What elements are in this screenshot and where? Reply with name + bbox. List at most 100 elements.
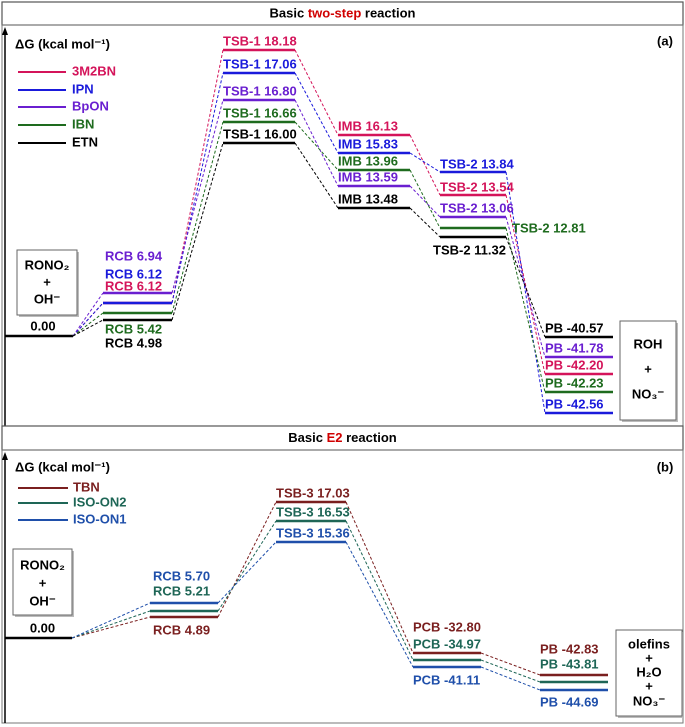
legend-entry: ETN	[72, 134, 98, 149]
panel-title-part: reaction	[361, 6, 415, 21]
reactant-label: RONO₂	[20, 557, 65, 572]
level-label: PB -41.78	[545, 340, 604, 355]
connector-dash	[294, 72, 339, 154]
panel-title: Basic E2 reaction	[288, 430, 396, 445]
level-label: RCB 5.42	[105, 321, 162, 336]
level-label: RCB 4.98	[105, 335, 162, 350]
product-label: NO₃⁻	[633, 693, 666, 708]
level-label: TSB-1 16.80	[223, 83, 297, 98]
panel-a: Basic two-step reaction ΔG (kcal mol⁻¹) (a…	[1, 1, 684, 427]
level-label: TSB-2 13.06	[440, 200, 514, 215]
connector-dash	[505, 194, 546, 375]
connector-dash	[294, 142, 339, 209]
level-label: TSB-2 13.54	[440, 179, 514, 194]
connector-dash	[294, 121, 339, 171]
level-label: RCB 4.89	[153, 622, 210, 637]
reactant-box	[12, 548, 73, 616]
legend-entry: BpON	[72, 98, 109, 113]
connector-dash	[217, 520, 277, 612]
reactant-label: RONO₂	[25, 257, 70, 272]
y-axis-arrow-icon	[2, 27, 8, 35]
reactant-label: OH⁻	[29, 593, 56, 608]
connector-dash	[71, 616, 151, 639]
level-label: PCB -34.97	[413, 636, 481, 651]
reactant-label: OH⁻	[34, 291, 61, 306]
level-label: TSB-1 18.18	[223, 33, 297, 48]
connector-dash	[480, 666, 541, 691]
connector-dash	[72, 302, 104, 337]
level-label: RCB 6.12	[105, 266, 162, 281]
level-label: TSB-2 11.32	[433, 242, 506, 257]
level-label: PB -44.69	[540, 694, 599, 709]
product-label: olefins	[628, 636, 670, 651]
reactant-value: 0.00	[30, 620, 55, 635]
connector-dash	[345, 501, 414, 654]
level-label: TSB-3 17.03	[276, 485, 350, 500]
axis-label: ΔG (kcal mol⁻¹)	[15, 459, 110, 474]
panel-title-part: reaction	[343, 430, 397, 445]
panel-header-box	[1, 425, 684, 451]
connector-dash	[294, 49, 339, 136]
reactant-label: +	[39, 575, 47, 590]
y-axis-arrow-icon	[2, 452, 8, 460]
product-box	[615, 629, 683, 717]
level-label: TSB-2 13.84	[440, 156, 514, 171]
connector-dash	[505, 171, 546, 414]
connector-dash	[217, 501, 277, 618]
connector-dash	[171, 72, 224, 304]
level-label: RCB 6.12	[105, 278, 162, 293]
legend-entry: ISO-ON1	[73, 511, 126, 526]
connector-dash	[345, 541, 414, 668]
connector-dash	[72, 319, 104, 337]
level-label: RCB 5.70	[153, 568, 210, 583]
connector-dash	[505, 236, 546, 338]
connector-dash	[72, 292, 104, 337]
product-label: +	[644, 361, 652, 376]
connector-dash	[294, 99, 339, 187]
connector-dash	[217, 541, 277, 604]
level-label: IMB 16.13	[338, 118, 398, 133]
connector-dash	[71, 602, 151, 639]
level-label: RCB 5.21	[153, 583, 210, 598]
level-label: TSB-1 17.06	[223, 56, 297, 71]
level-label: IMB 13.48	[338, 191, 398, 206]
product-box	[619, 320, 677, 421]
panel-title-part: two-step	[308, 6, 362, 21]
level-label: TSB-1 16.00	[223, 126, 297, 141]
level-label: PCB -32.80	[413, 619, 481, 634]
connector-dash	[409, 134, 441, 196]
level-label: IMB 13.96	[338, 153, 398, 168]
level-label: IMB 13.59	[338, 169, 398, 184]
connector-dash	[409, 152, 441, 173]
reactant-value: 0.00	[30, 318, 55, 333]
connector-dash	[505, 216, 546, 358]
connector-dash	[72, 312, 104, 337]
level-label: TSB-1 16.66	[223, 105, 297, 120]
reactant-box	[16, 249, 78, 316]
panel-title: Basic two-step reaction	[270, 6, 416, 21]
connector-dash	[171, 142, 224, 321]
product-label: +	[645, 678, 653, 693]
connector-dash	[409, 169, 441, 229]
connector-dash	[171, 49, 224, 304]
connector-dash	[171, 99, 224, 294]
legend-entry: 3M2BN	[72, 63, 116, 78]
connector-dash	[345, 520, 414, 661]
level-label: RCB 6.94	[105, 248, 163, 263]
axis-label: ΔG (kcal mol⁻¹)	[15, 36, 110, 51]
level-label: PB -42.83	[540, 641, 599, 656]
level-label: PCB -41.11	[413, 672, 480, 687]
connector-dash	[480, 652, 541, 676]
panel-title-part: E2	[327, 430, 343, 445]
legend-entry: IBN	[72, 116, 94, 131]
panel-tag: (b)	[657, 459, 674, 474]
product-label: H₂O	[636, 664, 661, 679]
connector-dash	[171, 121, 224, 314]
panel-tag: (a)	[657, 33, 673, 48]
panel-title-part: Basic	[288, 430, 326, 445]
product-label: ROH	[634, 336, 663, 351]
level-label: PB -42.56	[545, 396, 604, 411]
panel-title-part: Basic	[270, 6, 308, 21]
